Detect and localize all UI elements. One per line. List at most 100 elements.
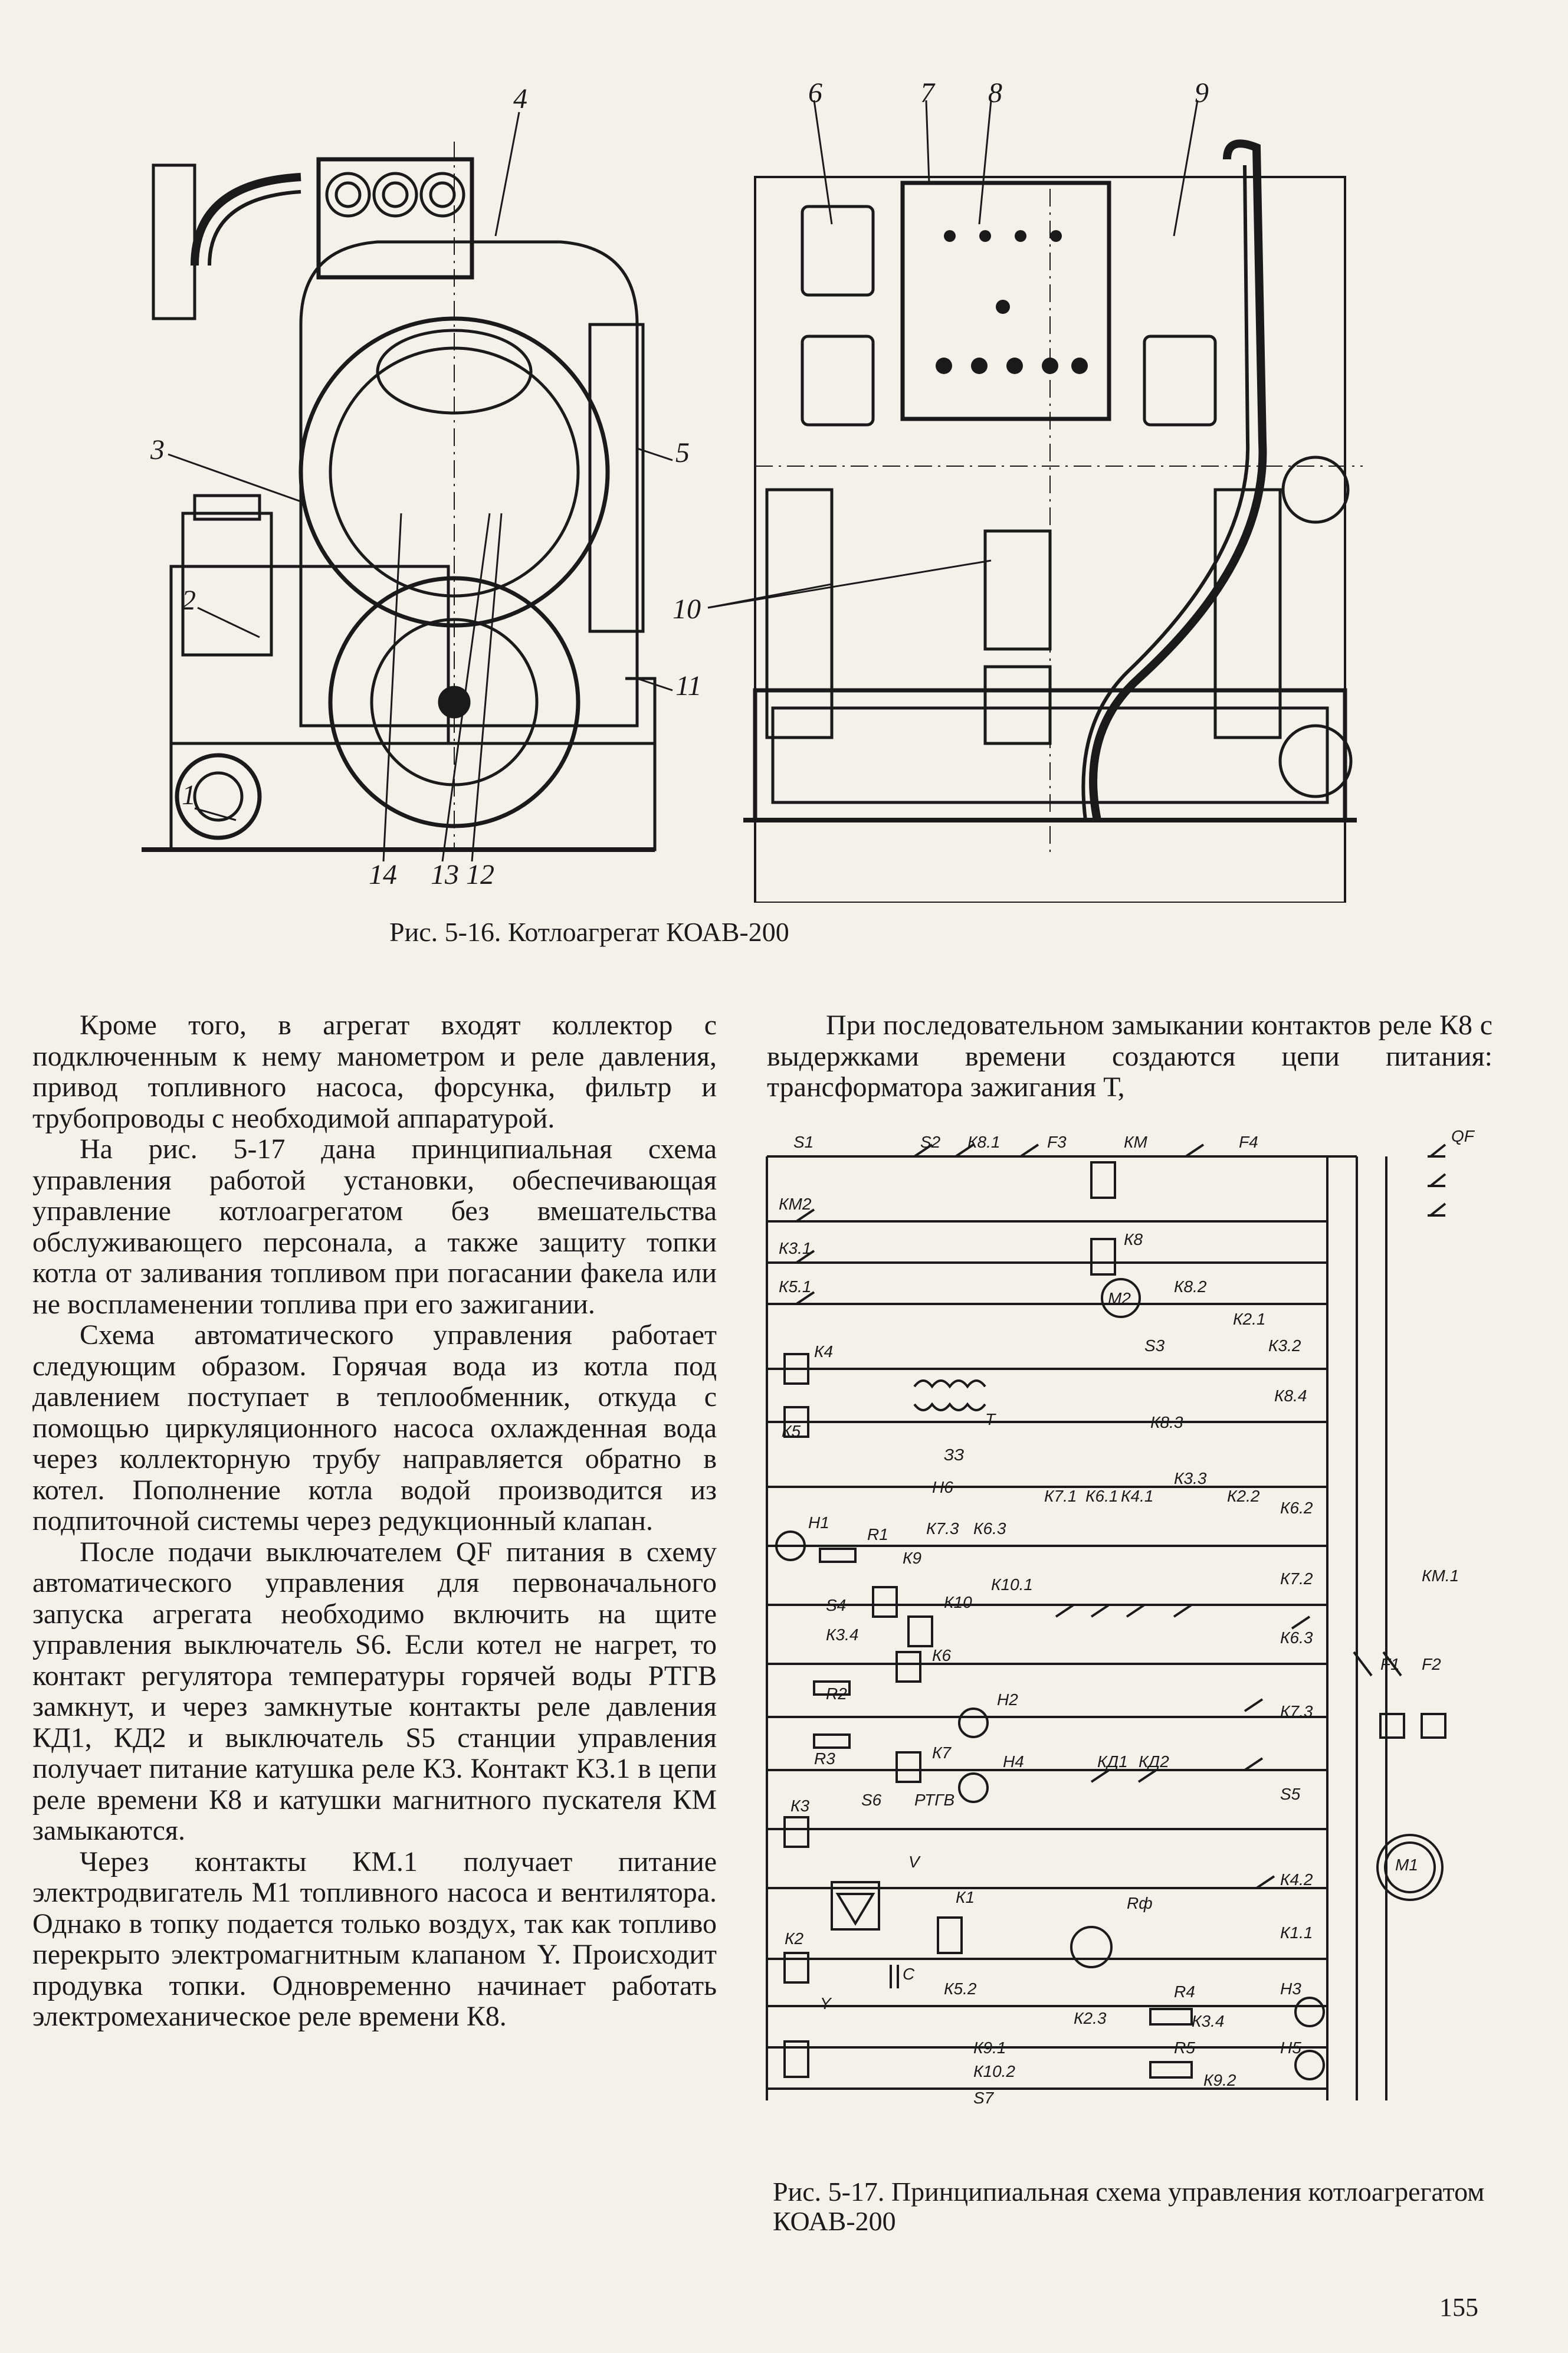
label-k6: К6 bbox=[932, 1646, 952, 1664]
label-k61: К6.1 bbox=[1085, 1487, 1118, 1505]
label-k32: К3.2 bbox=[1268, 1336, 1301, 1355]
label-k5: К5 bbox=[782, 1422, 801, 1440]
label-k81: К8.1 bbox=[967, 1133, 1000, 1151]
label-s7: S7 bbox=[973, 2089, 994, 2107]
label-km2: КМ2 bbox=[779, 1195, 812, 1213]
callout-10: 10 bbox=[673, 594, 701, 625]
right-text-column: При последовательном замыкании контактов… bbox=[767, 1010, 1492, 1103]
callout-2: 2 bbox=[182, 585, 196, 616]
label-k34: К3.4 bbox=[826, 1626, 859, 1644]
control-box bbox=[900, 181, 1111, 421]
label-k1: К1 bbox=[956, 1888, 975, 1906]
label-r1: R1 bbox=[867, 1525, 888, 1543]
callout-12: 12 bbox=[466, 859, 494, 890]
label-s2: S2 bbox=[920, 1133, 941, 1151]
label-k2: К2 bbox=[785, 1929, 804, 1948]
label-f4: F4 bbox=[1239, 1133, 1258, 1151]
left-paragraph-1: Кроме того, в агрегат входят коллектор с… bbox=[32, 1010, 717, 1134]
control-schematic bbox=[766, 1143, 1446, 2100]
label-h2: Н2 bbox=[997, 1690, 1018, 1709]
label-rf: Rф bbox=[1127, 1894, 1153, 1912]
callout-9: 9 bbox=[1195, 77, 1209, 109]
label-f1: F1 bbox=[1380, 1655, 1400, 1673]
label-k71: К7.1 bbox=[1044, 1487, 1077, 1505]
label-k9: К9 bbox=[903, 1549, 922, 1567]
label-k41: К4.1 bbox=[1121, 1487, 1154, 1505]
label-k11: К1.1 bbox=[1280, 1923, 1313, 1942]
left-panel bbox=[152, 163, 196, 320]
label-kd1: КД1 bbox=[1097, 1752, 1128, 1771]
label-h4: Н4 bbox=[1003, 1752, 1024, 1771]
label-k72: К7.2 bbox=[1280, 1569, 1313, 1588]
label-k42: К4.2 bbox=[1280, 1870, 1313, 1889]
label-k73b: К7.3 bbox=[1280, 1702, 1313, 1720]
right-paragraph-1: При последовательном замыкании контактов… bbox=[767, 1010, 1492, 1103]
label-k51: К5.1 bbox=[779, 1277, 812, 1296]
label-k62: К6.2 bbox=[1280, 1499, 1313, 1517]
callout-4: 4 bbox=[513, 83, 527, 114]
label-k82: К8.2 bbox=[1174, 1277, 1207, 1296]
label-km: КМ bbox=[1124, 1133, 1147, 1151]
callout-5: 5 bbox=[675, 437, 690, 468]
callout-1: 1 bbox=[182, 779, 196, 811]
label-k7: К7 bbox=[932, 1744, 952, 1762]
label-s5: S5 bbox=[1280, 1785, 1301, 1803]
label-kd2: КД2 bbox=[1139, 1752, 1169, 1771]
label-h5: Н5 bbox=[1280, 2039, 1301, 2057]
label-k4: К4 bbox=[814, 1342, 834, 1361]
figure-5-16-caption: Рис. 5-16. Котлоагрегат КОАВ-200 bbox=[389, 917, 789, 947]
label-m2: М2 bbox=[1108, 1289, 1131, 1307]
label-h6: Н6 bbox=[932, 1478, 953, 1496]
label-k22: К2.2 bbox=[1227, 1487, 1260, 1505]
label-s3: S3 bbox=[1144, 1336, 1165, 1355]
label-k31: К3.1 bbox=[779, 1239, 812, 1257]
callout-8: 8 bbox=[988, 77, 1002, 109]
label-k23: К2.3 bbox=[1074, 2009, 1107, 2027]
label-rtgv: РТГВ bbox=[914, 1791, 955, 1809]
label-k33: К3.3 bbox=[1174, 1469, 1207, 1487]
callout-14: 14 bbox=[369, 859, 397, 890]
label-k34b: К3.4 bbox=[1192, 2012, 1225, 2030]
label-y: Y bbox=[820, 1994, 831, 2013]
label-t: Т bbox=[985, 1410, 996, 1428]
label-s4: S4 bbox=[826, 1596, 847, 1614]
left-paragraph-3: Схема автоматического управления работае… bbox=[32, 1319, 717, 1536]
label-h3: Н3 bbox=[1280, 1980, 1301, 1998]
label-r3: R3 bbox=[814, 1749, 835, 1768]
label-k101: К10.1 bbox=[991, 1575, 1033, 1594]
label-r4: R4 bbox=[1174, 1982, 1195, 2001]
label-s1: S1 bbox=[793, 1133, 814, 1151]
label-k83: К8.3 bbox=[1150, 1413, 1183, 1431]
label-qf: QF bbox=[1451, 1127, 1474, 1145]
callout-3: 3 bbox=[150, 434, 165, 466]
label-f2: F2 bbox=[1422, 1655, 1441, 1673]
callout-13: 13 bbox=[431, 859, 459, 890]
left-text-column: Кроме того, в агрегат входят коллектор с… bbox=[32, 1010, 717, 2033]
label-f3: F3 bbox=[1047, 1133, 1067, 1151]
label-k102: К10.2 bbox=[973, 2062, 1015, 2080]
label-k73: К7.3 bbox=[926, 1519, 959, 1538]
label-k84: К8.4 bbox=[1274, 1387, 1307, 1405]
figure-5-16: 1 2 3 4 5 6 7 8 9 10 11 12 13 14 bbox=[106, 77, 1428, 903]
label-k63: К6.3 bbox=[973, 1519, 1006, 1538]
label-zz: ЗЗ bbox=[944, 1446, 965, 1464]
callout-11: 11 bbox=[675, 670, 702, 702]
label-c: С bbox=[903, 1965, 915, 1983]
label-km1: КМ.1 bbox=[1422, 1567, 1459, 1585]
figure-5-17: QF S1 S2 К8.1 F3 КМ F4 К8 КМ2 К3.1 К5.1 … bbox=[761, 1121, 1504, 2148]
label-h1: Н1 bbox=[808, 1513, 829, 1532]
label-k8: К8 bbox=[1124, 1230, 1143, 1248]
label-k21: К2.1 bbox=[1233, 1310, 1266, 1328]
boiler-drawing bbox=[142, 100, 1363, 903]
label-k92: К9.2 bbox=[1203, 2071, 1236, 2089]
callout-6: 6 bbox=[808, 77, 822, 109]
callout-7: 7 bbox=[920, 77, 934, 109]
left-paragraph-2: На рис. 5-17 дана принципиальная схема у… bbox=[32, 1133, 717, 1320]
label-r5: R5 bbox=[1174, 2039, 1195, 2057]
label-k63b: К6.3 bbox=[1280, 1628, 1313, 1647]
label-k10: К10 bbox=[944, 1593, 972, 1611]
label-k3: К3 bbox=[790, 1797, 810, 1815]
label-s6: S6 bbox=[861, 1791, 882, 1809]
label-r2: R2 bbox=[826, 1685, 847, 1703]
label-k91: К9.1 bbox=[973, 2039, 1006, 2057]
